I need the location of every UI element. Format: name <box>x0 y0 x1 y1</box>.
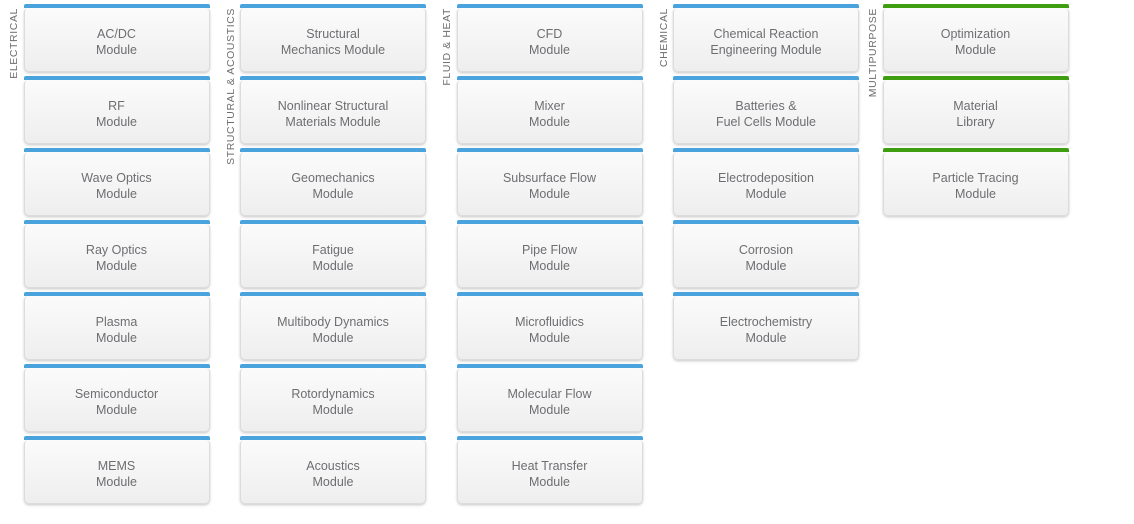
module-card[interactable]: Structural Mechanics Module <box>240 4 426 72</box>
module-card[interactable]: Chemical Reaction Engineering Module <box>673 4 859 72</box>
module-card[interactable]: Mixer Module <box>456 76 643 144</box>
module-card-label: Structural Mechanics Module <box>280 26 386 57</box>
module-card[interactable]: Electrodeposition Module <box>673 148 859 216</box>
category-label-fluid: FLUID & HEAT <box>441 8 453 86</box>
module-card-label: MEMS Module <box>96 458 137 489</box>
module-card[interactable]: Molecular Flow Module <box>456 364 643 432</box>
module-card[interactable]: Subsurface Flow Module <box>456 148 643 216</box>
module-card[interactable]: Electrochemistry Module <box>673 292 859 360</box>
module-card-label: Microfluidics Module <box>515 314 584 345</box>
module-card[interactable]: Rotordynamics Module <box>240 364 426 432</box>
module-card[interactable]: Acoustics Module <box>240 436 426 504</box>
module-card[interactable]: Semiconductor Module <box>23 364 210 432</box>
module-card[interactable]: MEMS Module <box>23 436 210 504</box>
module-card[interactable]: Batteries & Fuel Cells Module <box>673 76 859 144</box>
module-card-label: Multibody Dynamics Module <box>277 314 389 345</box>
module-card-label: Chemical Reaction Engineering Module <box>710 26 822 57</box>
module-card-label: Fatigue Module <box>312 242 354 273</box>
module-card-label: Acoustics Module <box>306 458 360 489</box>
module-card-label: Particle Tracing Module <box>932 170 1019 201</box>
module-card-label: Mixer Module <box>529 98 570 129</box>
module-card[interactable]: Nonlinear Structural Materials Module <box>240 76 426 144</box>
module-card[interactable]: Heat Transfer Module <box>456 436 643 504</box>
module-card-label: CFD Module <box>529 26 570 57</box>
module-card[interactable]: Microfluidics Module <box>456 292 643 360</box>
module-card[interactable]: RF Module <box>23 76 210 144</box>
module-card[interactable]: AC/DC Module <box>23 4 210 72</box>
module-card-label: RF Module <box>96 98 137 129</box>
module-card-label: Optimization Module <box>940 26 1011 57</box>
category-label-electrical: ELECTRICAL <box>8 8 20 79</box>
module-card-label: Geomechanics Module <box>291 170 375 201</box>
module-card-label: Nonlinear Structural Materials Module <box>277 98 389 129</box>
module-card[interactable]: Wave Optics Module <box>23 148 210 216</box>
module-card-label: Subsurface Flow Module <box>502 170 597 201</box>
category-label-multipurpose: MULTIPURPOSE <box>867 8 879 98</box>
category-label-chemical: CHEMICAL <box>657 8 670 68</box>
module-card-label: Semiconductor Module <box>74 386 159 417</box>
module-card[interactable]: Ray Optics Module <box>23 220 210 288</box>
module-card-label: Electrodeposition Module <box>718 170 814 201</box>
module-card-label: Pipe Flow Module <box>522 242 577 273</box>
module-card[interactable]: Optimization Module <box>882 4 1069 72</box>
module-card[interactable]: Plasma Module <box>23 292 210 360</box>
module-card[interactable]: Multibody Dynamics Module <box>240 292 426 360</box>
module-card-label: Rotordynamics Module <box>291 386 375 417</box>
module-card[interactable]: Particle Tracing Module <box>882 148 1069 216</box>
module-card-label: Batteries & Fuel Cells Module <box>715 98 817 129</box>
module-card[interactable]: CFD Module <box>456 4 643 72</box>
module-card-label: AC/DC Module <box>96 26 137 57</box>
module-card[interactable]: Fatigue Module <box>240 220 426 288</box>
module-card-label: Plasma Module <box>95 314 138 345</box>
module-card[interactable]: Material Library <box>882 76 1069 144</box>
module-card-label: Corrosion Module <box>738 242 794 273</box>
module-card[interactable]: Pipe Flow Module <box>456 220 643 288</box>
module-card-label: Ray Optics Module <box>85 242 148 273</box>
module-card-label: Wave Optics Module <box>81 170 152 201</box>
module-card-label: Material Library <box>953 98 998 129</box>
module-card[interactable]: Corrosion Module <box>673 220 859 288</box>
module-card[interactable]: Geomechanics Module <box>240 148 426 216</box>
module-card-label: Molecular Flow Module <box>507 386 592 417</box>
module-card-label: Heat Transfer Module <box>511 458 588 489</box>
module-card-label: Electrochemistry Module <box>719 314 813 345</box>
category-label-structural: STRUCTURAL & ACOUSTICS <box>224 8 237 165</box>
